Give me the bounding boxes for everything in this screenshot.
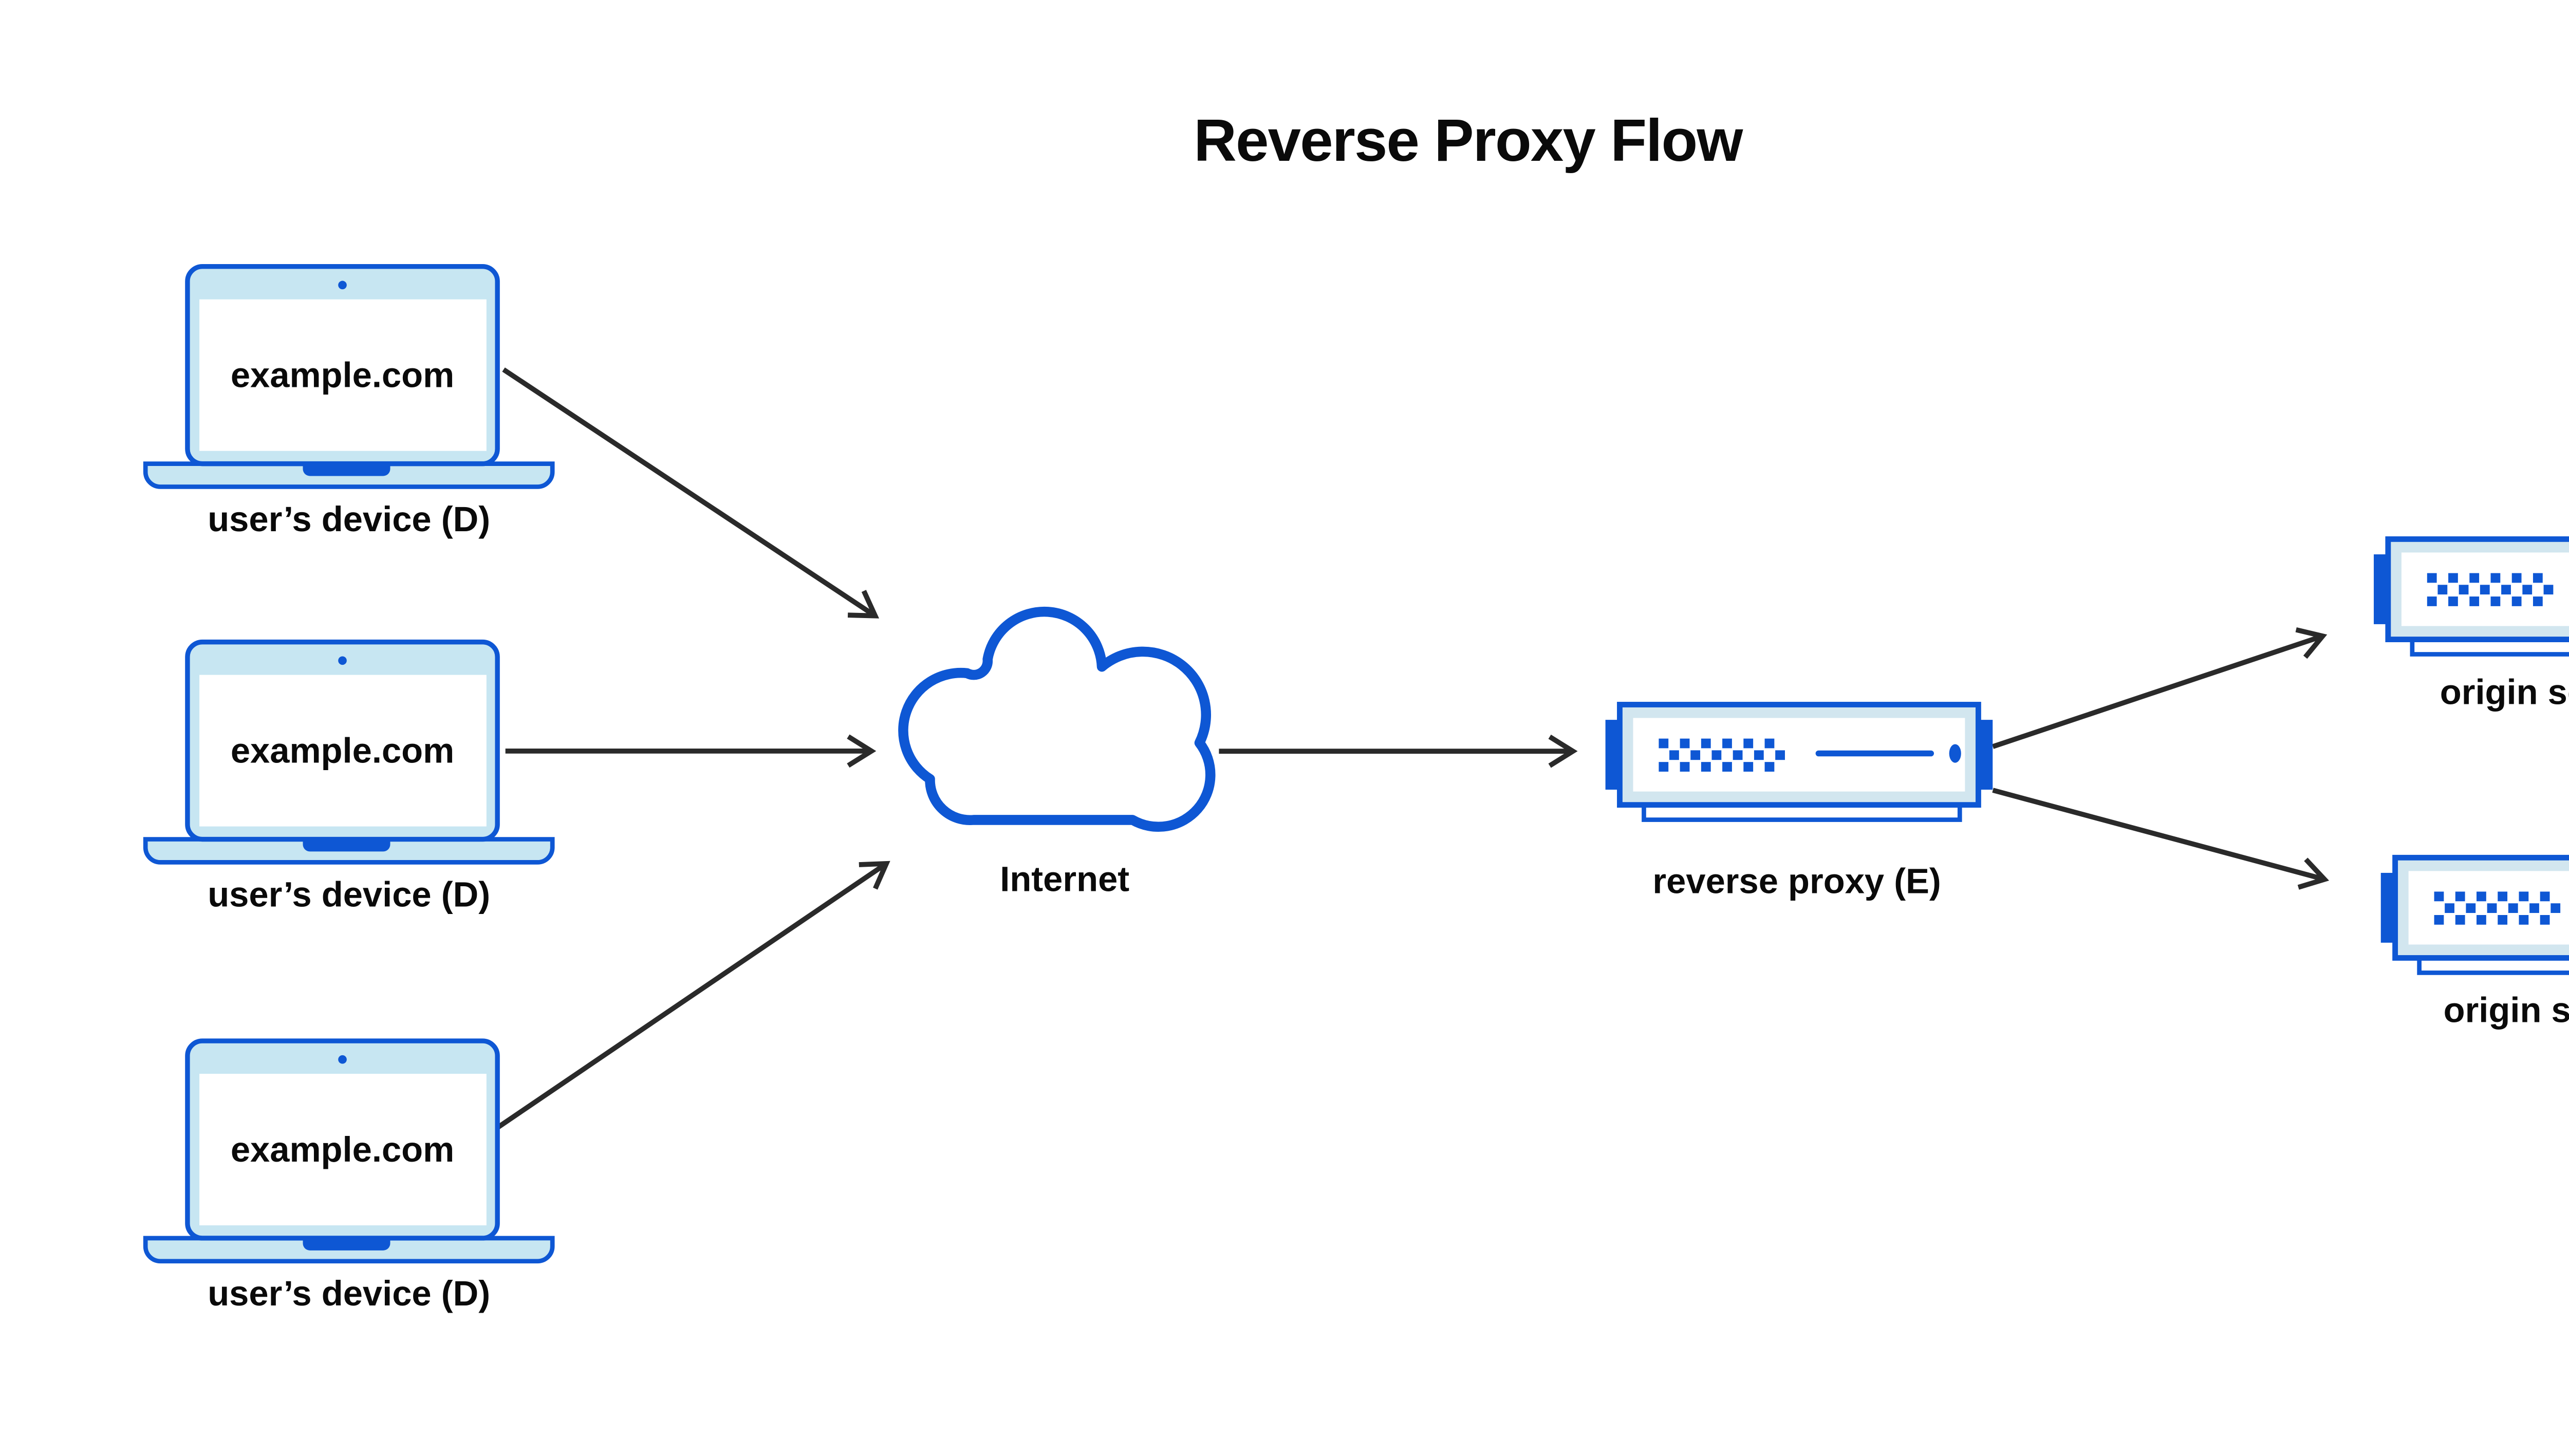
page-title: Reverse Proxy Flow bbox=[1194, 107, 1743, 174]
internet-label: Internet bbox=[1000, 859, 1129, 899]
internet-node: Internet bbox=[898, 606, 1216, 899]
reverse-proxy-label: reverse proxy (E) bbox=[1652, 862, 1941, 901]
arrow-proxy-to-origin1 bbox=[1992, 627, 2328, 749]
reverse-proxy-node: reverse proxy (E) bbox=[1606, 704, 1993, 901]
origin-server-2-node: origin server (F) bbox=[2381, 857, 2569, 1030]
user-device-2-node: example.com user’s device (D) bbox=[145, 642, 552, 914]
user-device-3-node: example.com user’s device (D) bbox=[145, 1041, 552, 1313]
cloud-icon bbox=[898, 606, 1216, 832]
arrow-device1-to-internet bbox=[502, 367, 880, 619]
device-screen-text: example.com bbox=[231, 356, 454, 395]
device-screen-text: example.com bbox=[231, 1130, 454, 1169]
server-icon bbox=[2381, 857, 2569, 973]
device-label: user’s device (D) bbox=[208, 875, 490, 914]
arrow-device3-to-internet bbox=[496, 861, 890, 1130]
server-icon bbox=[2374, 539, 2569, 654]
device-screen-text: example.com bbox=[231, 731, 454, 771]
origin-server-1-node: origin server (F) bbox=[2374, 539, 2569, 712]
origin-server-label: origin server (F) bbox=[2440, 673, 2569, 712]
server-icon bbox=[1606, 704, 1993, 819]
device-label: user’s device (D) bbox=[208, 499, 490, 539]
arrow-proxy-to-origin2 bbox=[1992, 788, 2330, 890]
user-device-1-node: example.com user’s device (D) bbox=[145, 267, 552, 539]
device-label: user’s device (D) bbox=[208, 1274, 490, 1313]
origin-server-label: origin server (F) bbox=[2444, 991, 2569, 1030]
